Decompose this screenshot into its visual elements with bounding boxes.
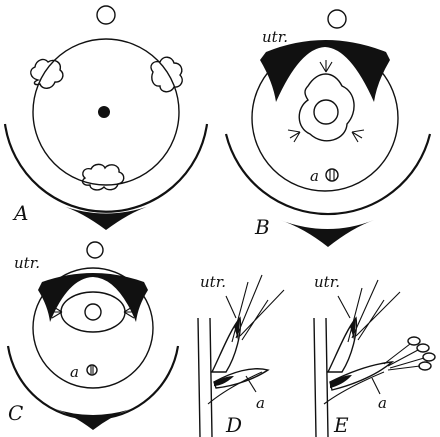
- panel-e-stamen-head-3: [422, 352, 436, 362]
- panel-c-flower-center: [84, 303, 102, 321]
- panel-e-utricle-dark: [350, 318, 356, 340]
- panel-c-axis-circle: [86, 241, 104, 259]
- panel-e-letter: E: [333, 413, 349, 437]
- panel-e-stamen-stalks: [383, 343, 425, 371]
- panel-c-bract-base: [52, 408, 134, 430]
- panel-e-a-label: a: [378, 394, 387, 412]
- panel-b-tuft-left: [287, 129, 301, 143]
- panel-b-bract-arc: [224, 133, 432, 216]
- panel-d-utr-label: utr.: [200, 273, 226, 291]
- panel-b-a-marker: [325, 168, 339, 182]
- panel-d-flower: [213, 368, 270, 389]
- panel-b-tuft-right: [351, 129, 365, 143]
- panel-b: utr. a B: [224, 9, 432, 247]
- panel-a-letter: A: [12, 201, 28, 225]
- panel-e-stamen-head-1: [407, 336, 421, 346]
- panel-d-a-label: a: [256, 394, 265, 412]
- panel-d-utricle-dark: [234, 318, 240, 340]
- panel-e-flower: [329, 361, 395, 391]
- panel-d-axis-lines: [197, 317, 213, 437]
- panel-d-stems: [231, 274, 285, 343]
- panel-b-tuft-top: [319, 60, 333, 73]
- panel-c-main-circle: [32, 267, 154, 389]
- panel-d-leader-utr: [225, 295, 237, 319]
- panel-e-leader-utr: [337, 295, 351, 319]
- panel-a-center-dot: [98, 106, 110, 118]
- panel-e: utr. a E: [313, 273, 436, 437]
- panel-d-utricle: [210, 316, 242, 373]
- panel-c-a-label: a: [70, 363, 79, 381]
- panel-c: utr. a C: [6, 241, 180, 430]
- panel-c-letter: C: [8, 401, 23, 425]
- panel-a-main-circle: [32, 38, 180, 186]
- panel-b-bract-top: [260, 40, 390, 102]
- panel-e-flower-dark: [330, 375, 352, 388]
- panel-c-a-marker: [86, 364, 98, 376]
- panel-e-utr-label: utr.: [314, 273, 340, 291]
- panel-c-utr-label: utr.: [14, 254, 40, 272]
- panel-e-stems: [347, 279, 401, 343]
- panel-d-flower-dark: [214, 376, 234, 386]
- panel-e-axis-lines: [313, 317, 329, 437]
- panel-e-stamen-head-2: [416, 343, 430, 353]
- panel-d-letter: D: [225, 413, 242, 437]
- panel-a-primordium-left: [30, 58, 64, 89]
- panel-b-a-label: a: [310, 167, 319, 185]
- panel-b-bract-base: [280, 220, 374, 247]
- panel-a-primordium-right: [150, 56, 183, 93]
- panel-b-axis-circle: [327, 9, 347, 29]
- panel-c-tuft-left: [50, 305, 63, 319]
- panel-e-leader-a: [371, 377, 381, 395]
- panel-b-a-marker-hatch: [329, 170, 335, 180]
- panel-b-flower-center: [313, 99, 339, 125]
- panel-c-flower: [60, 291, 126, 333]
- panel-b-trilobed-flower: [298, 73, 355, 142]
- panel-e-stamen-head-4: [418, 361, 432, 371]
- panel-b-utr-label: utr.: [262, 28, 288, 46]
- panel-c-a-marker-hatch: [90, 366, 94, 374]
- panel-a-bract-base: [60, 205, 152, 230]
- panel-d: utr. a D: [197, 273, 285, 437]
- panel-d-bract-arc: [207, 371, 263, 405]
- panel-c-bract-top: [38, 273, 148, 322]
- panel-c-tuft-right: [123, 305, 136, 319]
- panel-e-utricle: [326, 316, 358, 373]
- panel-a-primordium-bottom: [81, 163, 125, 191]
- panel-c-bract-arc: [6, 345, 180, 421]
- panel-e-bract-arc: [323, 371, 385, 405]
- panel-a-bract-arc: [3, 123, 209, 213]
- panel-b-letter: B: [254, 215, 270, 239]
- panel-a: A: [3, 5, 209, 230]
- panel-a-axis-circle: [96, 5, 116, 25]
